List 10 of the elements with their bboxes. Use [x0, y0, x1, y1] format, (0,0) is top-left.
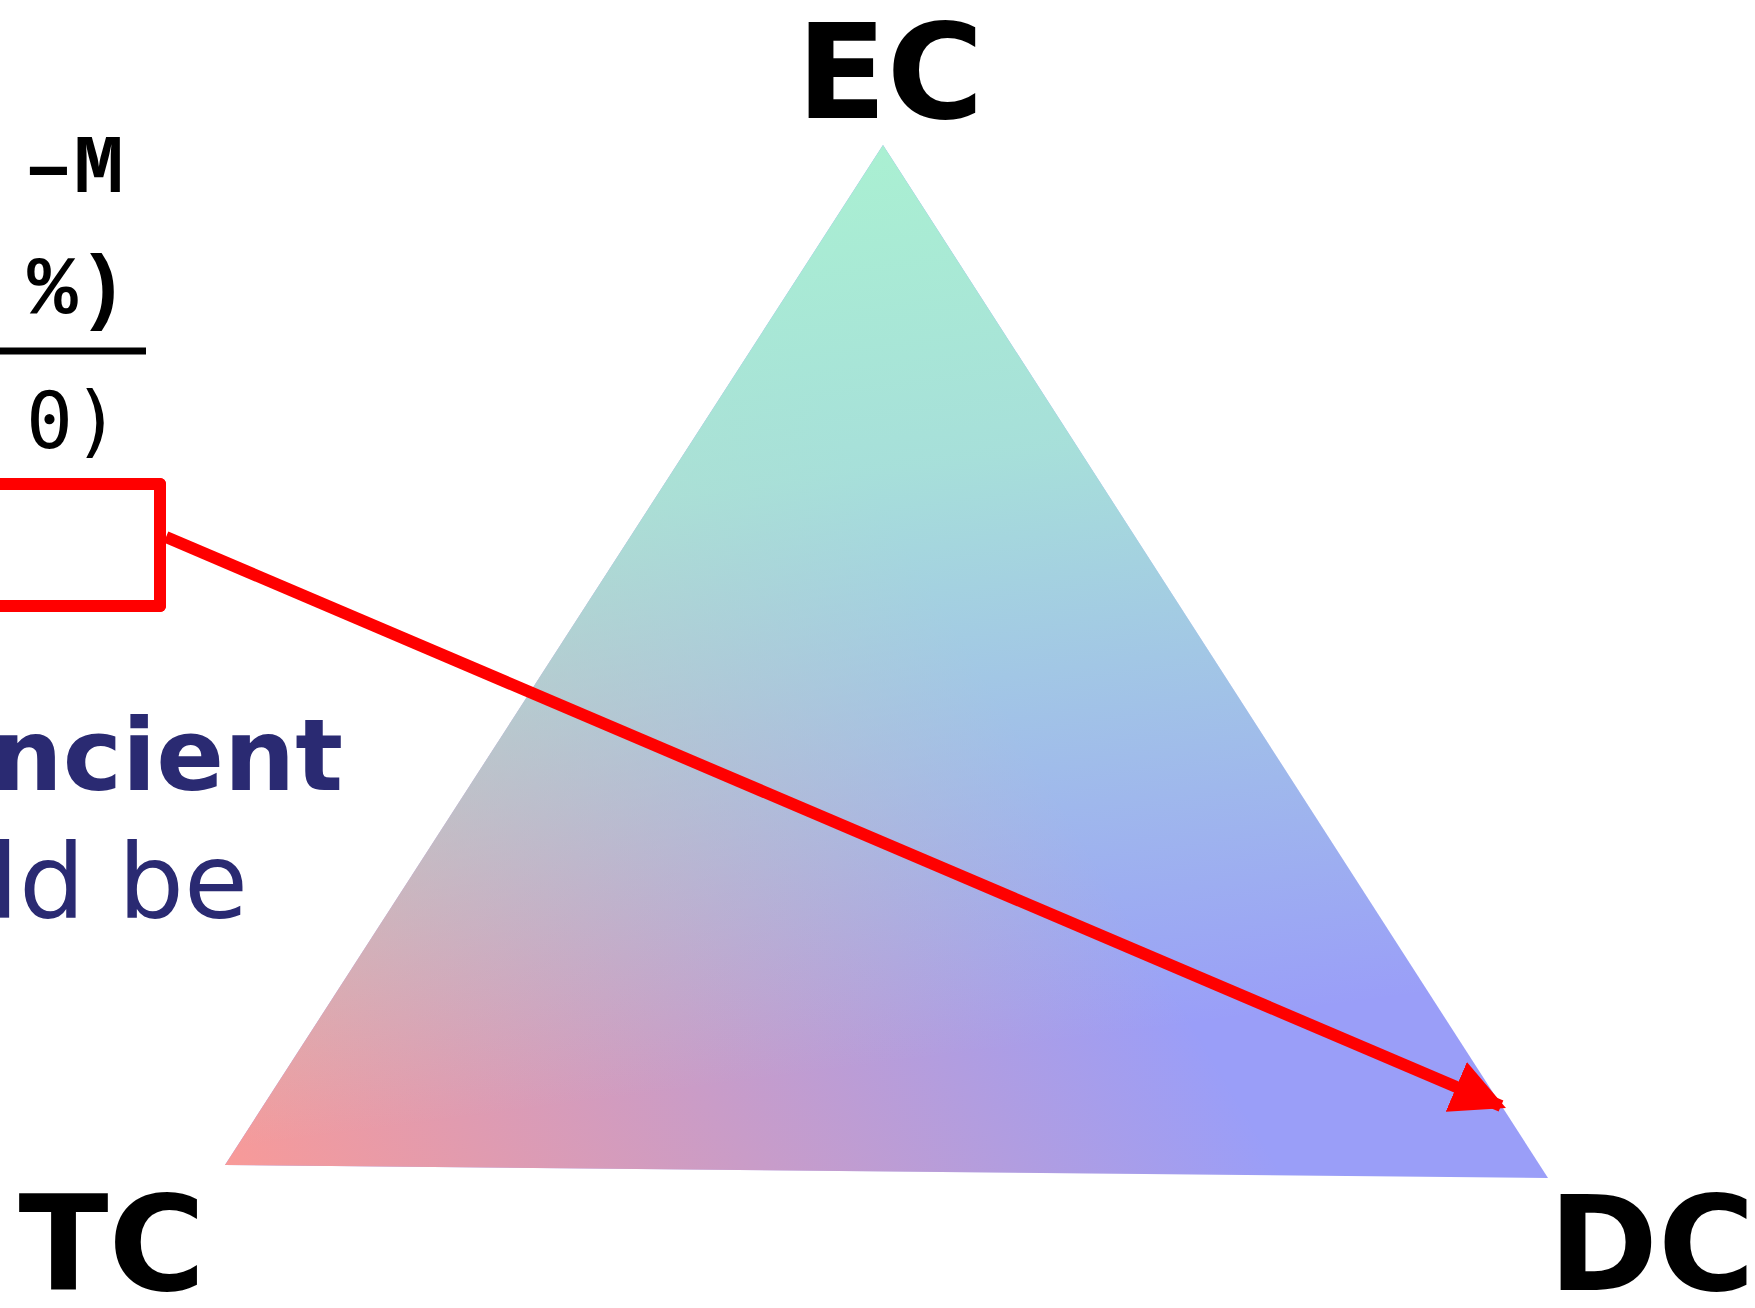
text-fragment: %) [27, 250, 128, 334]
text-fragment: 0) [26, 382, 120, 460]
text-fragment: –M [23, 128, 124, 212]
vertex-label: DC [1548, 1178, 1755, 1308]
arrow [163, 531, 1506, 1112]
vertex-label: TC [18, 1178, 206, 1308]
text-fragment: ld be [0, 830, 248, 934]
vertex-label: EC [796, 6, 984, 138]
heading-fragment: ncient [0, 706, 343, 806]
highlight-box [0, 478, 166, 612]
